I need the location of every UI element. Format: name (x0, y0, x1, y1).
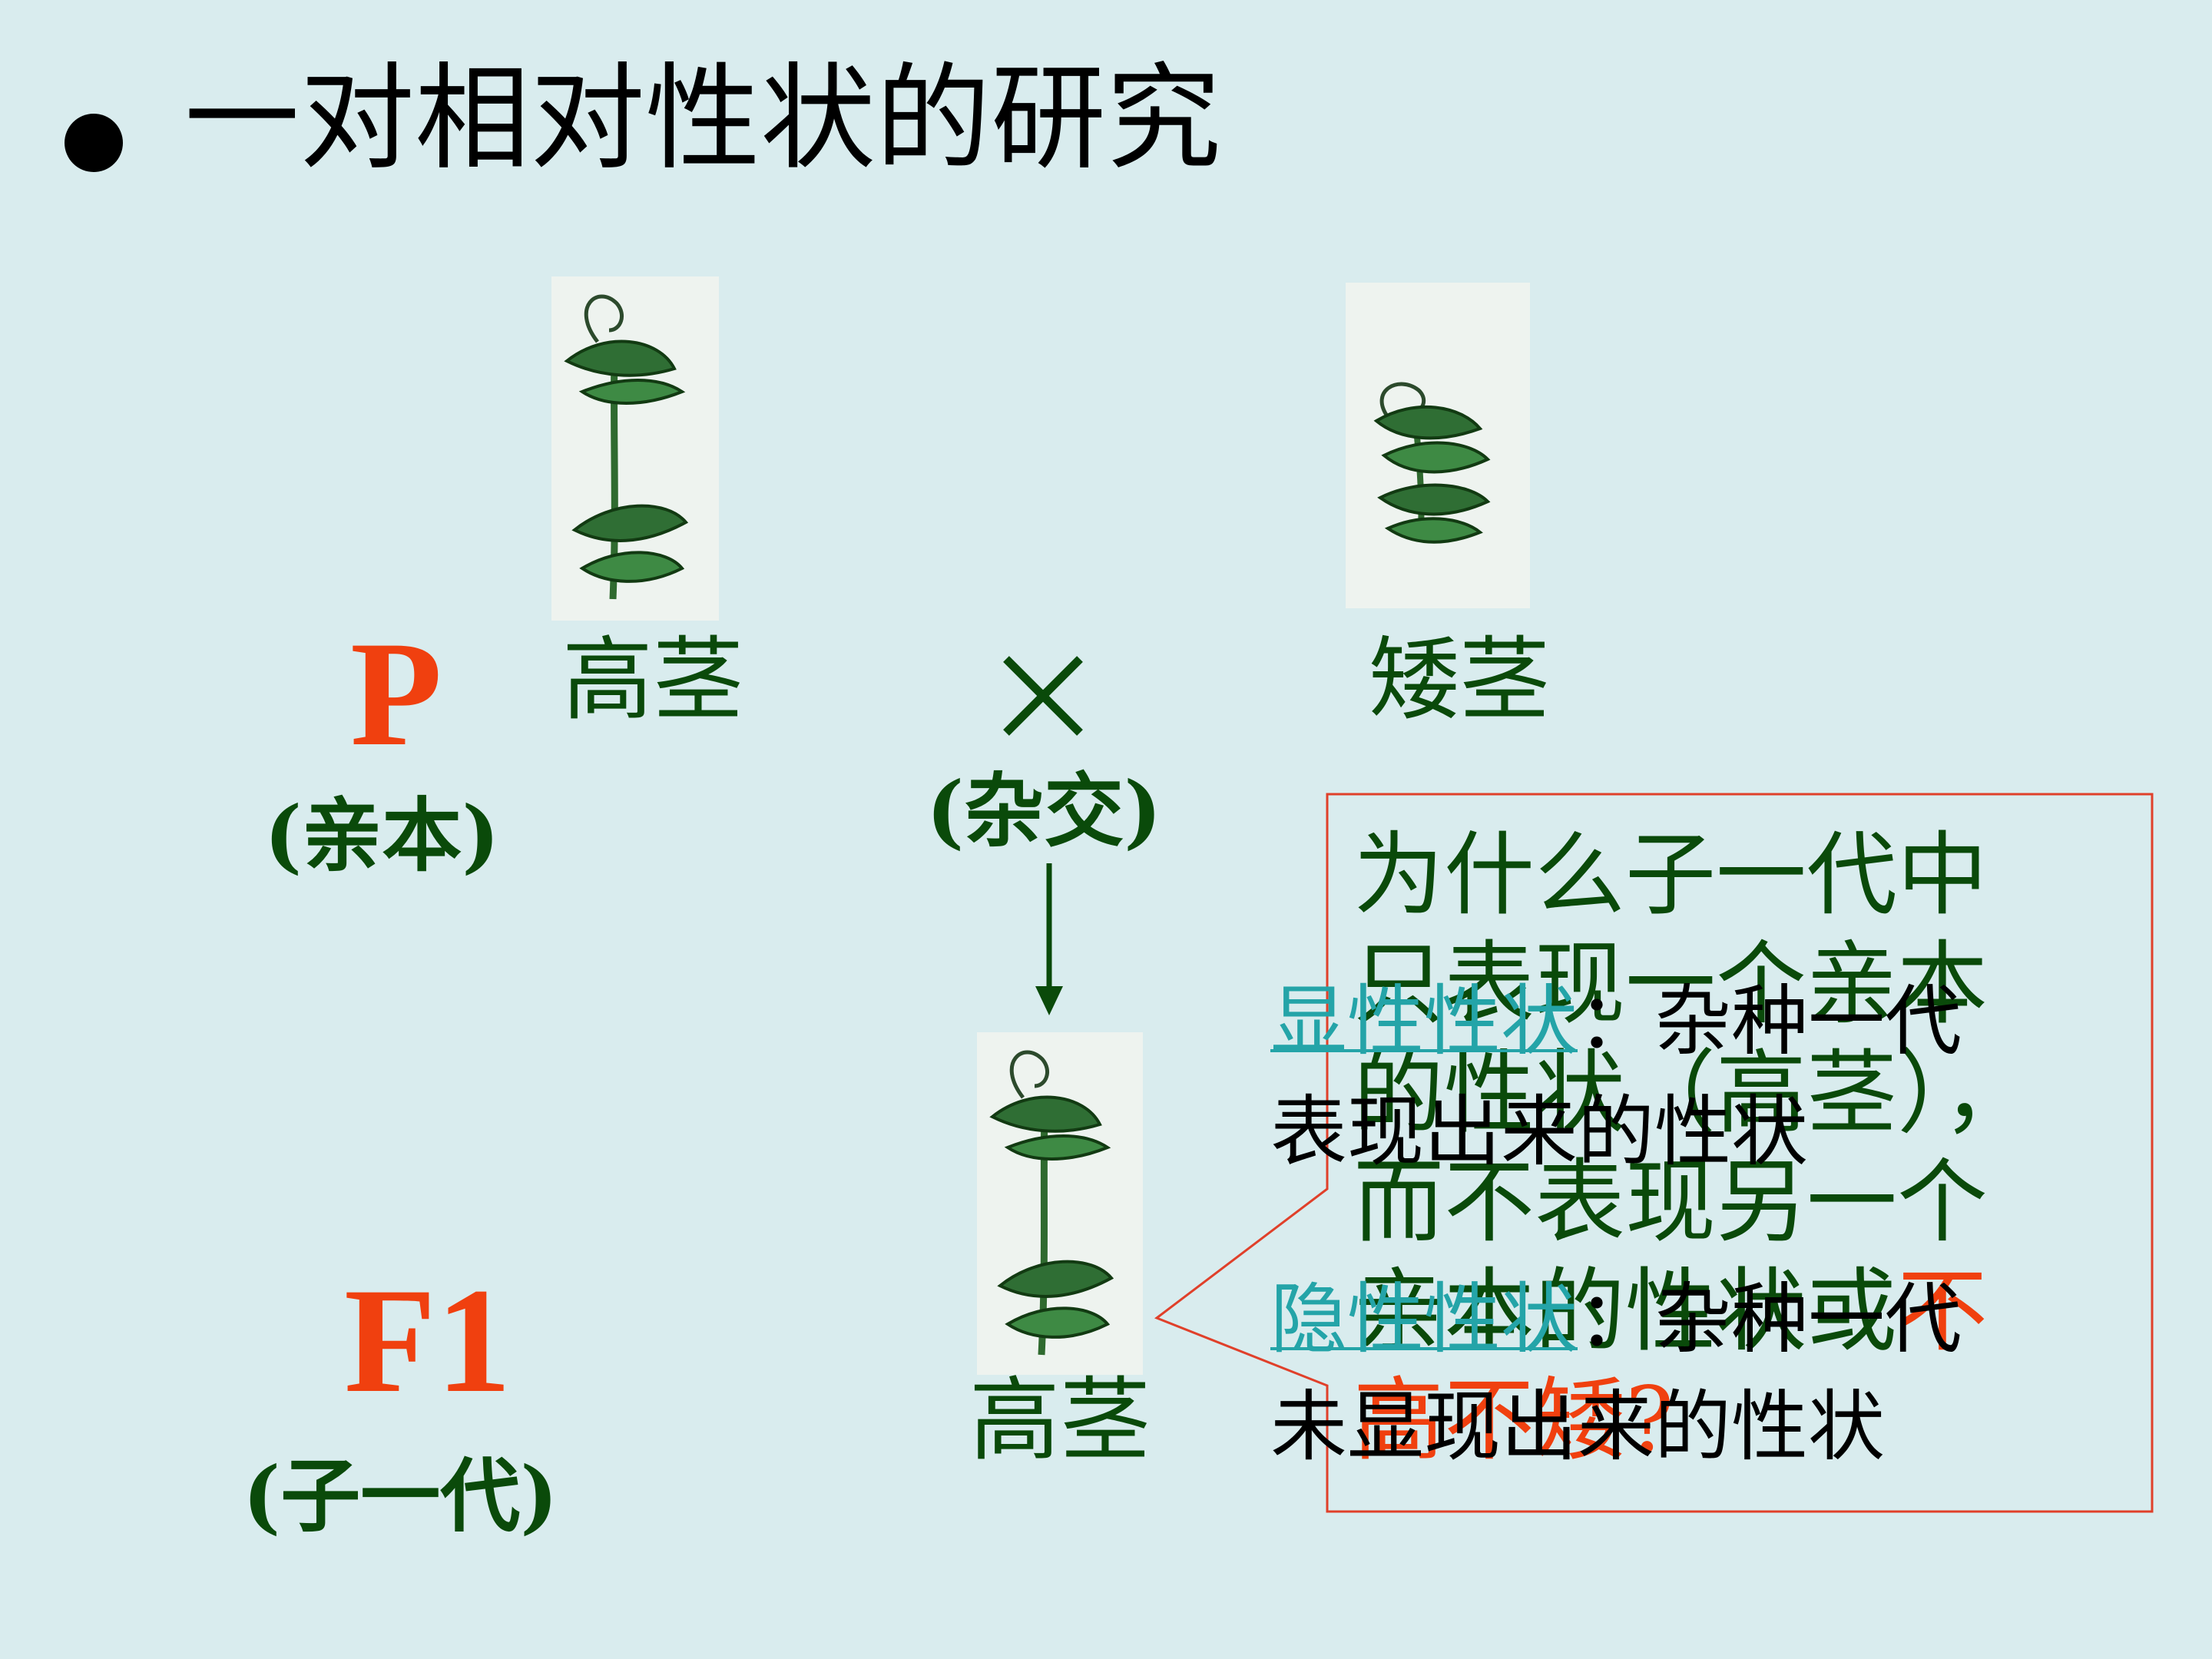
dominant-term-link[interactable]: 显性性状 (1270, 976, 1578, 1066)
dominant-definition: 显性性状：杂种一代 (1270, 983, 1962, 1060)
dominant-definition-line2: 表现出来的性状 (1270, 1087, 1808, 1177)
callout-question-main: 为什么子一代中只表现一个亲本的性状（高茎），而不表现另一个亲本的性状或 (1353, 822, 2034, 1364)
page-title: 一对相对性状的研究 (184, 52, 1222, 186)
recessive-term-link[interactable]: 隐性性状 (1270, 1274, 1578, 1364)
dominant-rest: ：杂种一代 (1578, 976, 1962, 1066)
recessive-definition: 隐性性状：杂种一代 (1270, 1281, 1962, 1358)
cross-caption: (杂交) (926, 763, 1162, 858)
down-arrow-icon (1029, 863, 1069, 1017)
callout-question-tail: 不高不矮? (1353, 1258, 1988, 1473)
cross-symbol: × (998, 651, 1088, 740)
callout-question: 为什么子一代中只表现一个亲本的性状（高茎），而不表现另一个亲本的性状或不高不矮? (1353, 820, 2045, 1475)
recessive-definition-line2: 未显现出来的性状 (1270, 1382, 1885, 1472)
bullet-point (65, 114, 123, 172)
recessive-rest: ：杂种一代 (1578, 1274, 1962, 1364)
f1-plant-label: 高茎 (969, 1367, 1151, 1473)
p-label: P (350, 611, 442, 777)
p-caption: (亲本) (264, 788, 500, 882)
f1-plant-image (977, 1032, 1143, 1375)
tall-label: 高茎 (562, 627, 744, 733)
f1-label: F1 (344, 1257, 512, 1424)
short-plant-image (1346, 283, 1530, 608)
short-label: 矮茎 (1369, 627, 1551, 733)
f1-caption: (子一代) (243, 1449, 558, 1543)
tall-plant-image (551, 276, 719, 621)
